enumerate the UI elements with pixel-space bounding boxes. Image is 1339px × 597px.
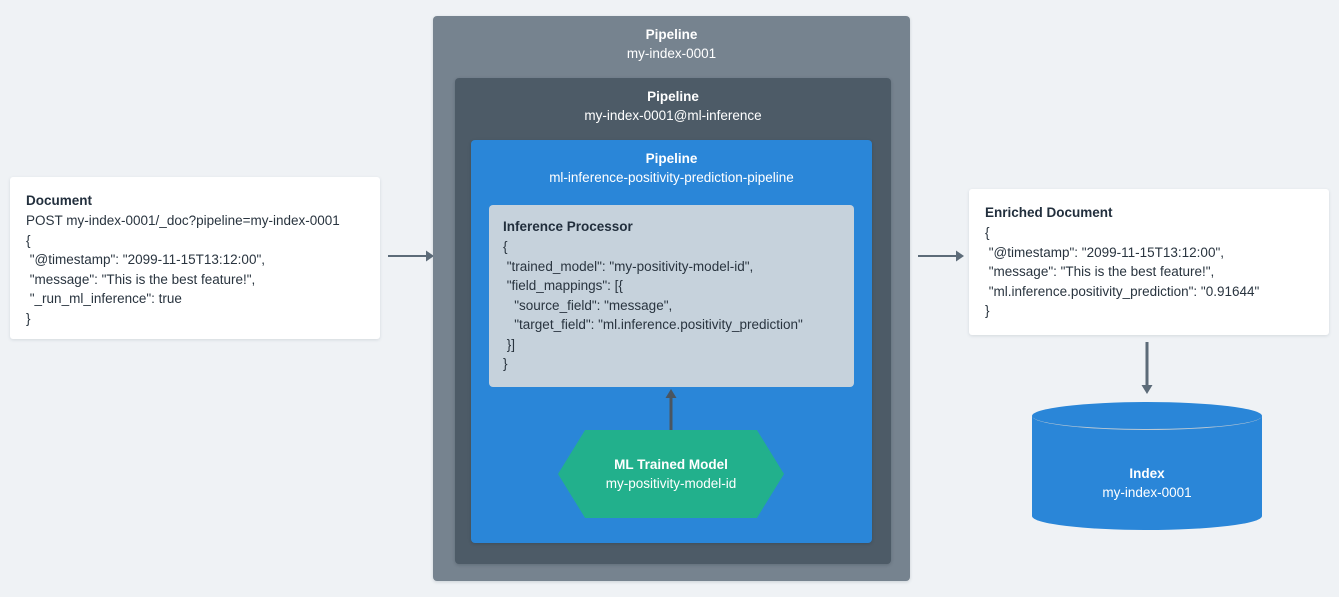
pipeline-middle-kind: Pipeline: [647, 89, 699, 104]
index-label: Index my-index-0001: [1032, 464, 1262, 502]
index-name: my-index-0001: [1102, 485, 1192, 500]
processor-line: "field_mappings": [{: [503, 278, 623, 293]
cylinder-body: [1032, 416, 1262, 516]
processor-line: "trained_model": "my-positivity-model-id…: [503, 258, 754, 274]
pipeline-outer-name: my-index-0001: [626, 46, 717, 61]
arrow-right-icon: [918, 250, 964, 262]
enriched-document-line: "message": "This is the best feature!",: [985, 264, 1215, 279]
arrow-down-icon: [1141, 342, 1153, 394]
arrow-up-icon: [665, 389, 677, 435]
ml-trained-model-hexagon: ML Trained Model my-positivity-model-id: [558, 430, 784, 518]
document-to-pipeline-arrow: [388, 248, 434, 264]
enriched-document-line: "@timestamp": "2099-11-15T13:12:00",: [985, 244, 1224, 260]
index-cylinder: Index my-index-0001: [1032, 402, 1262, 530]
pipeline-to-enriched-document-arrow: [918, 248, 964, 264]
inference-processor-card: Inference Processor { "trained_model": "…: [489, 205, 854, 387]
enriched-document-line: {: [985, 225, 990, 240]
enriched-document-line: "ml.inference.positivity_prediction": "0…: [985, 283, 1260, 299]
enriched-document-title: Enriched Document: [985, 205, 1113, 220]
document-line: "message": "This is the best feature!",: [26, 271, 256, 287]
document-line: {: [26, 232, 31, 248]
pipeline-inner-name: ml-inference-positivity-prediction-pipel…: [549, 170, 794, 185]
index-kind: Index: [1129, 466, 1165, 481]
processor-line: }: [503, 356, 508, 371]
processor-line: }]: [503, 336, 516, 352]
enriched-document-card: Enriched Document { "@timestamp": "2099-…: [969, 189, 1329, 335]
model-to-processor-arrow: [663, 389, 679, 435]
model-kind: ML Trained Model: [614, 457, 728, 472]
enriched-document-to-index-arrow: [1139, 342, 1155, 394]
document-line: "_run_ml_inference": true: [26, 291, 182, 306]
enriched-document-line: }: [985, 303, 990, 318]
pipeline-middle-name: my-index-0001@ml-inference: [584, 108, 762, 123]
model-name: my-positivity-model-id: [605, 476, 737, 491]
pipeline-middle-header: Pipeline my-index-0001@ml-inference: [455, 78, 891, 125]
document-line: POST my-index-0001/_doc?pipeline=my-inde…: [26, 213, 340, 228]
document-title: Document: [26, 193, 93, 208]
processor-line: "source_field": "message",: [503, 297, 673, 313]
inference-processor-title: Inference Processor: [503, 219, 633, 234]
processor-line: "target_field": "ml.inference.positivity…: [503, 317, 803, 332]
document-card: Document POST my-index-0001/_doc?pipelin…: [10, 177, 380, 339]
cylinder-top: [1032, 402, 1262, 430]
document-line: }: [26, 310, 31, 326]
pipeline-outer-header: Pipeline my-index-0001: [433, 16, 910, 63]
arrow-right-icon: [388, 250, 434, 262]
pipeline-outer-kind: Pipeline: [645, 27, 698, 42]
processor-line: {: [503, 239, 508, 254]
document-line: "@timestamp": "2099-11-15T13:12:00",: [26, 252, 265, 267]
pipeline-inner-header: Pipeline ml-inference-positivity-predict…: [471, 140, 872, 187]
pipeline-inner-kind: Pipeline: [645, 151, 698, 166]
